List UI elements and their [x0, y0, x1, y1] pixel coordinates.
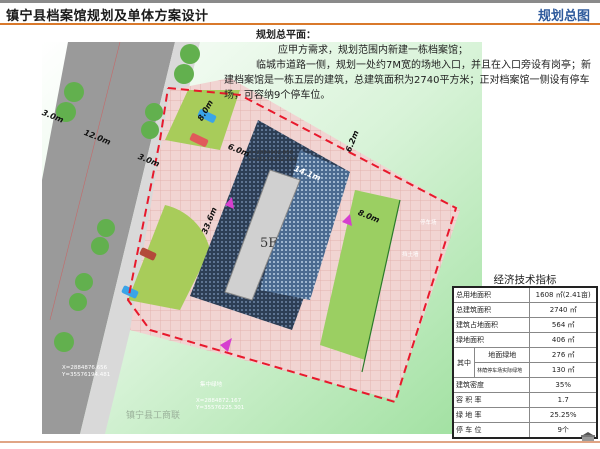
description-line-2: 临城市道路一侧，规划一处约7M宽的场地入口，并且在入口旁设有岗亭；新建档案馆是一…	[224, 60, 591, 101]
coord-sw: X=2884876.656	[62, 365, 108, 371]
site-plan	[42, 42, 482, 434]
pavilion-logo-icon	[581, 432, 595, 441]
section-title: 规划总图	[537, 9, 590, 24]
description-line-1: 应甲方需求，规划范围内新建一栋档案馆；	[278, 45, 468, 56]
building-floor-label: 5F	[260, 236, 278, 251]
coord-se: X=2884872.167	[196, 398, 242, 404]
coord-ne: X=2884902.858	[248, 150, 294, 156]
label-central-green: 集中绿地	[200, 382, 223, 388]
neighbor-label: 镇宁县工商联	[126, 411, 181, 421]
label-parking: 停车场	[420, 220, 437, 226]
footer-divider	[0, 441, 600, 443]
tech-table-title: 经济技术指标	[493, 274, 557, 286]
top-bar	[0, 0, 600, 3]
slide-header: 镇宁县档案馆规划及单体方案设计 规划总图	[0, 3, 600, 24]
header-divider	[0, 23, 600, 25]
slide-title: 镇宁县档案馆规划及单体方案设计	[6, 9, 209, 24]
description-heading: 规划总平面：	[256, 30, 316, 41]
coord-ne-y: Y=35576222.784	[248, 157, 297, 163]
description-block: 规划总平面： 应甲方需求，规划范围内新建一栋档案馆； 临城市道路一侧，规划一处约…	[224, 28, 600, 103]
coord-sw-y: Y=35576194.481	[62, 372, 111, 378]
coord-se-y: Y=35576225.301	[196, 405, 245, 411]
label-retaining-wall: 挡土墙	[402, 252, 419, 258]
